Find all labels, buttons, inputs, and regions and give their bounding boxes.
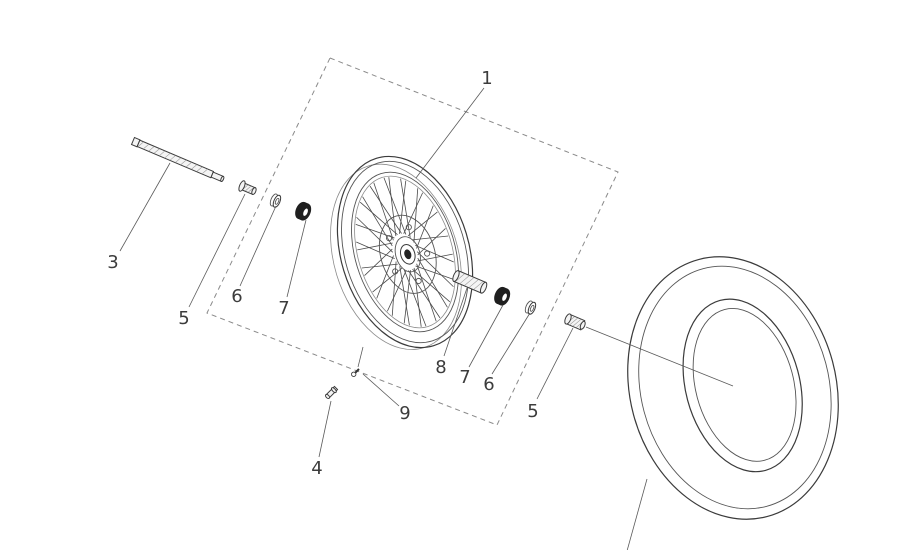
axis-line-to-tire — [585, 326, 734, 387]
leader-1 — [415, 87, 485, 179]
front-wheel — [330, 155, 474, 350]
part-labels: 1 3 5 6 7 8 7 6 5 9 4 — [107, 68, 538, 479]
part-label-6-right: 6 — [483, 374, 494, 395]
spacer-hatch — [455, 273, 484, 290]
bearing-left — [292, 199, 314, 223]
axle-shaft — [130, 136, 225, 183]
tire-bead-inner — [692, 308, 797, 462]
leader-6-left — [239, 205, 277, 287]
washer-right — [523, 299, 538, 316]
rim-outer — [336, 155, 474, 349]
part-label-7-right: 7 — [459, 367, 470, 388]
rim-outer-2 — [341, 160, 469, 344]
disc-bolt — [405, 224, 412, 231]
leader-9 — [362, 373, 400, 407]
disc-bolt — [386, 235, 393, 242]
tire-bead-outer — [682, 298, 803, 473]
valve-stem — [325, 385, 339, 399]
leader-3 — [119, 162, 171, 252]
valve-to-rim-line — [357, 346, 364, 368]
leader-6-right — [491, 312, 531, 375]
leader-5-right — [536, 327, 574, 400]
axle-body — [136, 139, 215, 179]
spacer-tube — [452, 270, 488, 294]
leader-8 — [443, 287, 468, 357]
leader-4 — [318, 400, 332, 458]
part-label-7-left: 7 — [278, 298, 289, 319]
leader-7-right — [468, 304, 504, 368]
hub-bore — [404, 249, 412, 260]
wheel-spokes — [355, 177, 455, 327]
sleeve-nut-right — [564, 313, 586, 331]
leader-7-left — [286, 219, 307, 298]
part-label-5-right: 5 — [527, 401, 538, 422]
part-label-6-left: 6 — [231, 286, 242, 307]
axle-tip-end — [220, 175, 225, 182]
disc-bolt — [424, 250, 431, 257]
part-label-3: 3 — [107, 252, 118, 273]
disc-bolt — [392, 268, 399, 275]
leader-5-left — [188, 193, 246, 308]
tire-sidewall — [638, 265, 832, 510]
leader-lines — [119, 87, 734, 550]
part-label-1: 1 — [481, 68, 492, 89]
bearing-right — [491, 284, 513, 308]
brake-disc — [378, 214, 437, 294]
sleeve-nut-left — [238, 180, 257, 196]
valve-core — [351, 368, 360, 377]
tire — [627, 256, 839, 520]
brake-disc-inner — [394, 236, 421, 273]
tire-leader — [626, 478, 648, 550]
part-label-4: 4 — [311, 458, 322, 479]
part-label-5-left: 5 — [178, 308, 189, 329]
rim-inner — [351, 171, 459, 333]
disc-bolt — [415, 277, 422, 285]
part-label-8: 8 — [435, 357, 446, 378]
tire-outer — [627, 256, 839, 520]
part-label-9: 9 — [399, 403, 410, 424]
washer-left — [268, 192, 283, 209]
dashed-boundary-box — [206, 57, 619, 426]
axle-hatch — [137, 141, 208, 175]
